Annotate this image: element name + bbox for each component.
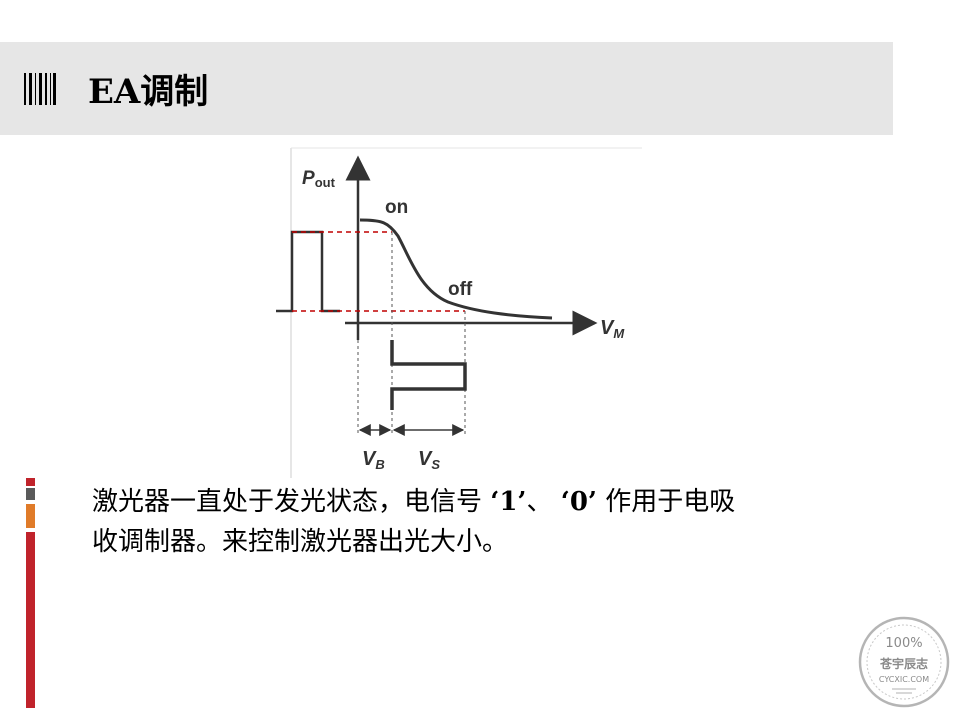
vb-label: VB bbox=[362, 448, 385, 472]
on-label: on bbox=[385, 197, 408, 218]
body-paragraph: 激光器一直处于发光状态，电信号 ‘1’、 ‘0’ 作用于电吸 收调制器。来控制激… bbox=[92, 482, 912, 562]
svg-text:CYCXIC.COM: CYCXIC.COM bbox=[879, 675, 929, 684]
y-axis-label: Pout bbox=[302, 168, 336, 190]
body-line-1: 激光器一直处于发光状态，电信号 ‘1’、 ‘0’ 作用于电吸 bbox=[92, 487, 736, 517]
svg-text:100%: 100% bbox=[885, 636, 922, 651]
title-bar bbox=[0, 42, 893, 135]
side-accent-bar bbox=[26, 478, 35, 708]
vs-label: VS bbox=[418, 448, 440, 472]
electrical-pulse bbox=[390, 340, 467, 410]
watermark-stamp: 100% 苍宇辰志 CYCXIC.COM bbox=[858, 616, 950, 708]
body-line-2: 收调制器。来控制激光器出光大小。 bbox=[92, 527, 509, 557]
barcode-icon bbox=[24, 73, 56, 105]
ea-modulation-diagram: Pout on off VM VB VS bbox=[276, 147, 642, 478]
page-title: EA调制 bbox=[88, 72, 209, 112]
off-label: off bbox=[448, 279, 473, 300]
output-pulse bbox=[276, 230, 340, 313]
svg-text:苍宇辰志: 苍宇辰志 bbox=[879, 656, 928, 671]
transfer-curve bbox=[359, 218, 553, 320]
x-axis-label: VM bbox=[600, 317, 625, 341]
